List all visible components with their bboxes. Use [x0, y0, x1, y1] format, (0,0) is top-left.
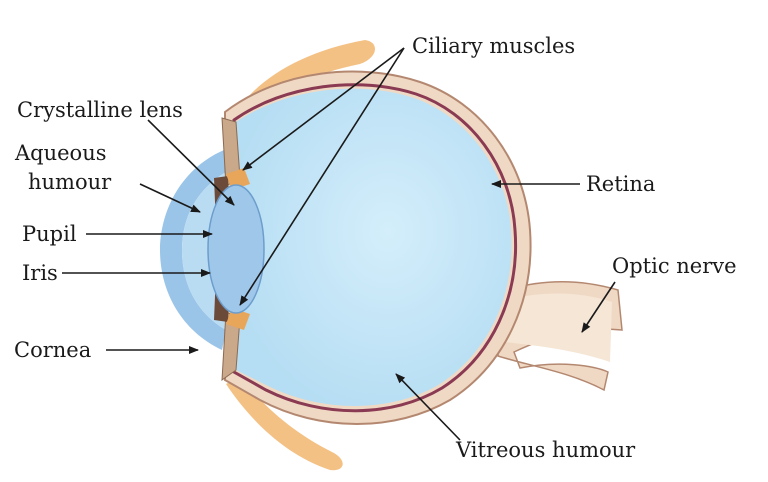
pointer-ciliary-upper [242, 47, 405, 171]
pointer-vitreous-humour [395, 373, 461, 441]
ciliary-muscle-upper [226, 168, 250, 190]
label-ciliary-muscles: Ciliary muscles [412, 34, 575, 58]
label-iris: Iris [22, 261, 58, 285]
pointer-aqueous-humour [139, 183, 201, 213]
optic-nerve-core [505, 293, 612, 362]
lower-eyelid-muscle [226, 376, 343, 471]
ciliary-muscle-lower [226, 308, 250, 330]
label-vitreous-humour: Vitreous humour [455, 438, 636, 462]
label-pupil: Pupil [22, 222, 77, 246]
label-optic-nerve: Optic nerve [612, 254, 737, 278]
label-cornea: Cornea [14, 338, 91, 362]
label-aqueous-humour-line2: humour [28, 170, 112, 194]
label-aqueous-humour-line1: Aqueous [14, 141, 107, 165]
label-crystalline-lens: Crystalline lens [17, 98, 183, 122]
label-retina: Retina [586, 172, 655, 196]
cornea-shape [160, 150, 226, 350]
pointer-optic-nerve [581, 281, 616, 333]
crystalline-lens-shape [207, 184, 265, 314]
pointer-crystalline-lens [147, 119, 235, 206]
pointer-ciliary-lower [239, 47, 405, 306]
retina-layer [232, 83, 518, 413]
vitreous-body [236, 88, 512, 407]
